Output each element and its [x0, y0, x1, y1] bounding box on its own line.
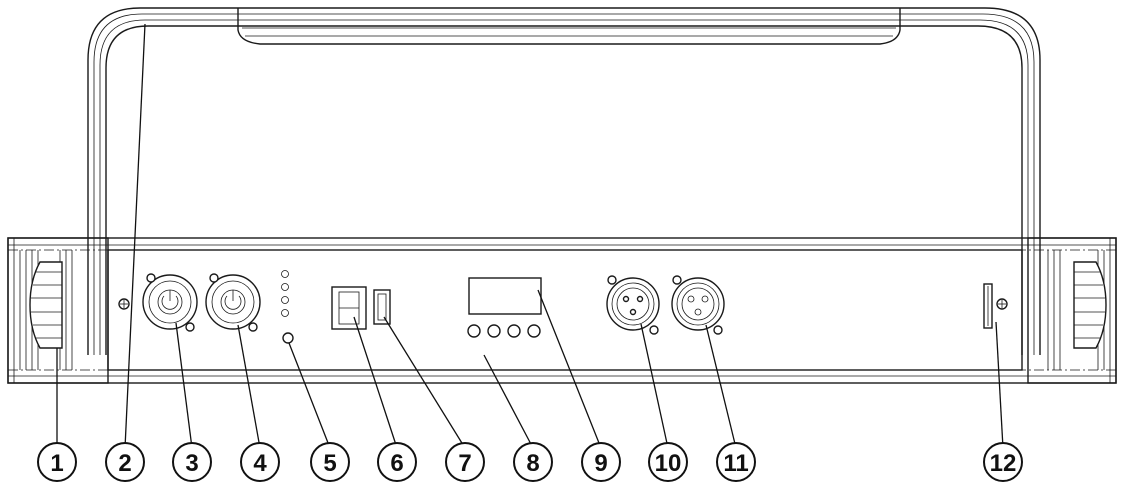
power-switch[interactable]	[331, 286, 367, 330]
callout-number: 8	[526, 450, 539, 477]
lcd-display	[468, 277, 542, 315]
callout-8: 8	[513, 442, 553, 482]
power-in-connector[interactable]	[142, 273, 198, 332]
rear-panel-plate	[107, 249, 1023, 371]
callout-6: 6	[377, 442, 417, 482]
callout-number: 12	[990, 450, 1017, 477]
screw-icon	[118, 298, 130, 310]
callout-number: 7	[458, 450, 471, 477]
callout-number: 10	[655, 450, 682, 477]
callout-number: 2	[118, 450, 131, 477]
callout-10: 10	[648, 442, 688, 482]
safety-eyelet	[983, 283, 993, 329]
dmx-out-xlr[interactable]	[671, 275, 725, 335]
callout-3: 3	[172, 442, 212, 482]
usb-port[interactable]	[373, 289, 391, 325]
callout-9: 9	[581, 442, 621, 482]
dmx-in-xlr[interactable]	[606, 275, 660, 335]
callout-number: 4	[253, 450, 267, 477]
callout-number: 3	[185, 450, 198, 477]
leader-lines	[56, 23, 1004, 449]
callout-number: 11	[723, 450, 748, 477]
screw-icon	[996, 298, 1008, 310]
control-buttons[interactable]	[467, 324, 541, 338]
handle-grip	[237, 8, 901, 45]
right-lock-knob	[1073, 261, 1107, 349]
callout-number: 9	[594, 450, 607, 477]
housing	[7, 237, 1117, 384]
callout-number: 1	[50, 450, 63, 477]
power-out-connector[interactable]	[205, 273, 261, 332]
callout-11: 11	[716, 442, 756, 482]
callout-1: 1	[37, 442, 77, 482]
callout-5: 5	[310, 442, 350, 482]
callout-2: 2	[105, 442, 145, 482]
callout-7: 7	[445, 442, 485, 482]
callout-12: 12	[983, 442, 1023, 482]
callout-4: 4	[240, 442, 280, 482]
callout-number: 6	[390, 450, 403, 477]
left-lock-knob	[29, 261, 63, 349]
status-leds	[281, 270, 294, 344]
hanging-bracket	[87, 7, 1041, 355]
callout-number: 5	[323, 450, 336, 477]
